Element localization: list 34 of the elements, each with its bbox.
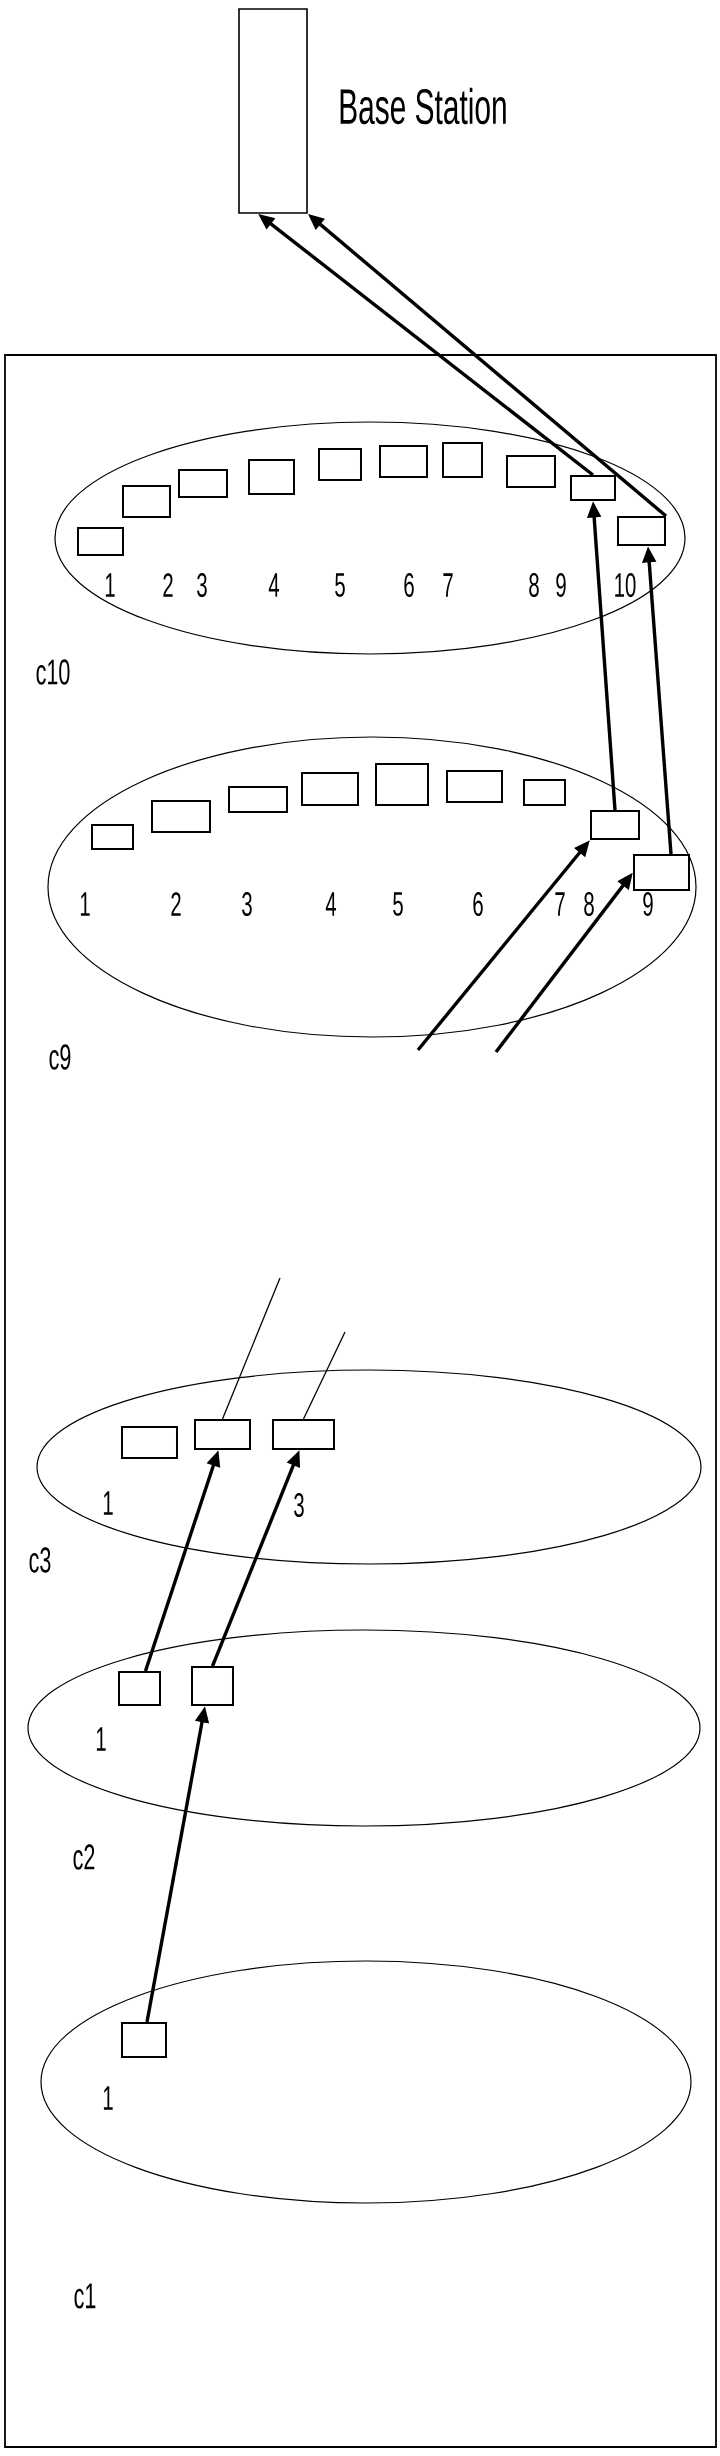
node-number: 9 — [556, 573, 566, 597]
node-number: 8 — [529, 573, 539, 597]
node-number: 4 — [268, 573, 280, 597]
node-number: 7 — [443, 573, 453, 597]
line — [221, 1277, 281, 1420]
node-number: 5 — [393, 892, 403, 916]
node-number: 3 — [197, 573, 207, 597]
node-box — [191, 1666, 234, 1706]
node-number: 4 — [325, 892, 337, 916]
node-number: 1 — [103, 1491, 113, 1515]
node-box — [194, 1419, 251, 1450]
node-number: 3 — [242, 892, 252, 916]
node-number: 6 — [473, 892, 483, 916]
node-number: 5 — [335, 573, 345, 597]
cluster-label: c2 — [73, 1844, 95, 1870]
station-label: Base Station — [340, 87, 506, 125]
cluster-label: c3 — [29, 1547, 51, 1573]
node-number: 1 — [80, 892, 90, 916]
node-number: 3 — [294, 1493, 304, 1517]
frame — [4, 354, 717, 2448]
cluster-label: c1 — [74, 2283, 96, 2309]
node-number: 8 — [584, 892, 594, 916]
node-number: 6 — [404, 573, 414, 597]
cluster-label: c9 — [49, 1044, 71, 1070]
node-number: 1 — [105, 573, 115, 597]
cluster-label: c10 — [36, 659, 70, 685]
line — [302, 1331, 346, 1420]
node-number: 2 — [171, 892, 181, 916]
node-number: 1 — [96, 1727, 106, 1751]
node-number: 1 — [103, 2086, 113, 2110]
node-number: 10 — [615, 573, 636, 597]
node-number: 2 — [163, 573, 173, 597]
node-number: 7 — [555, 892, 565, 916]
node-number: 9 — [643, 892, 653, 916]
